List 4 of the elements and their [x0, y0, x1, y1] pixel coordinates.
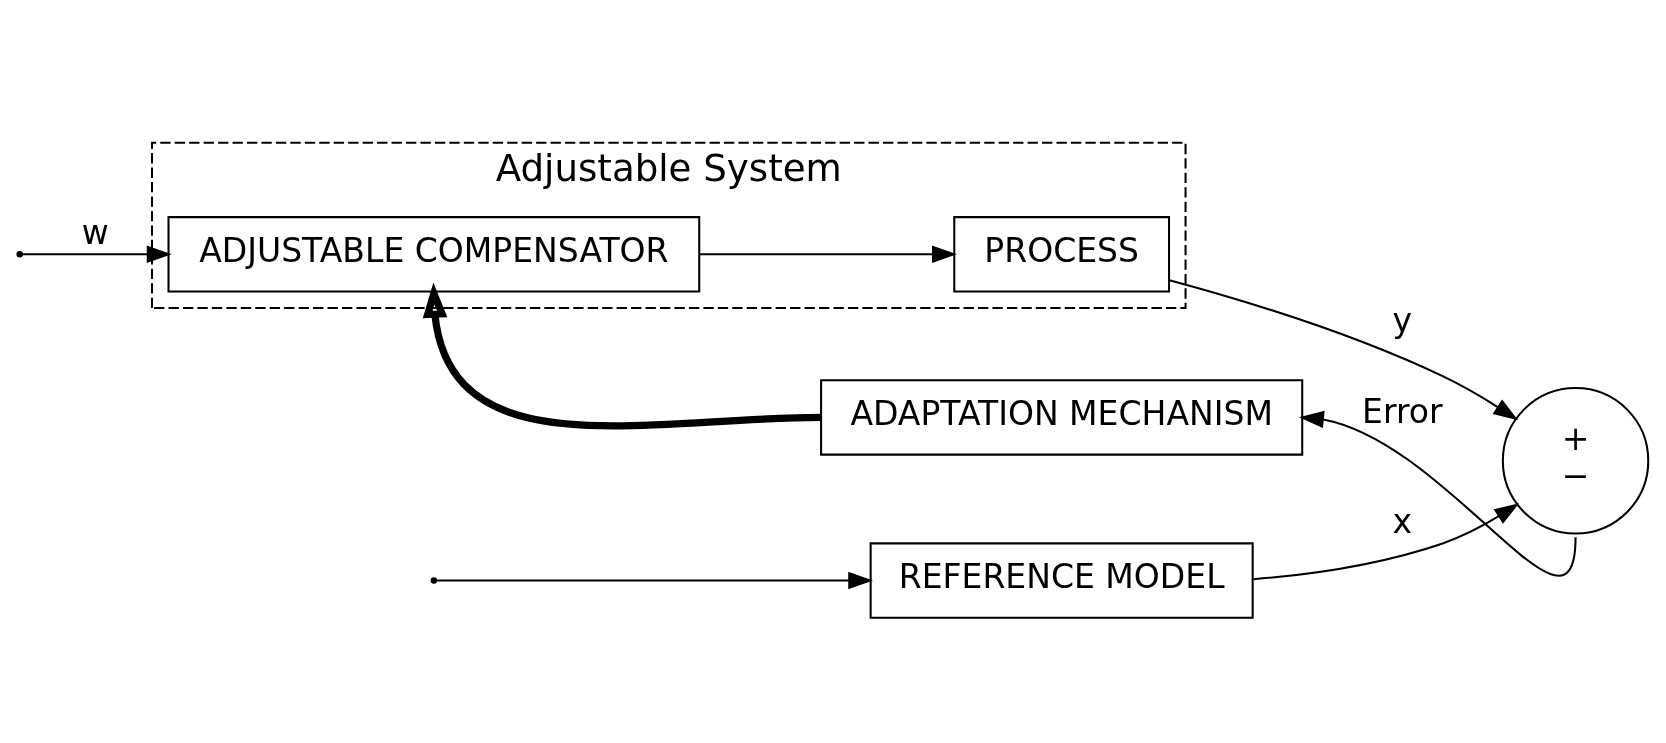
edge-label: y [1392, 300, 1413, 340]
edge-label: Error [1362, 391, 1443, 431]
edge-label: w [81, 212, 109, 252]
edge-label: x [1392, 501, 1413, 541]
